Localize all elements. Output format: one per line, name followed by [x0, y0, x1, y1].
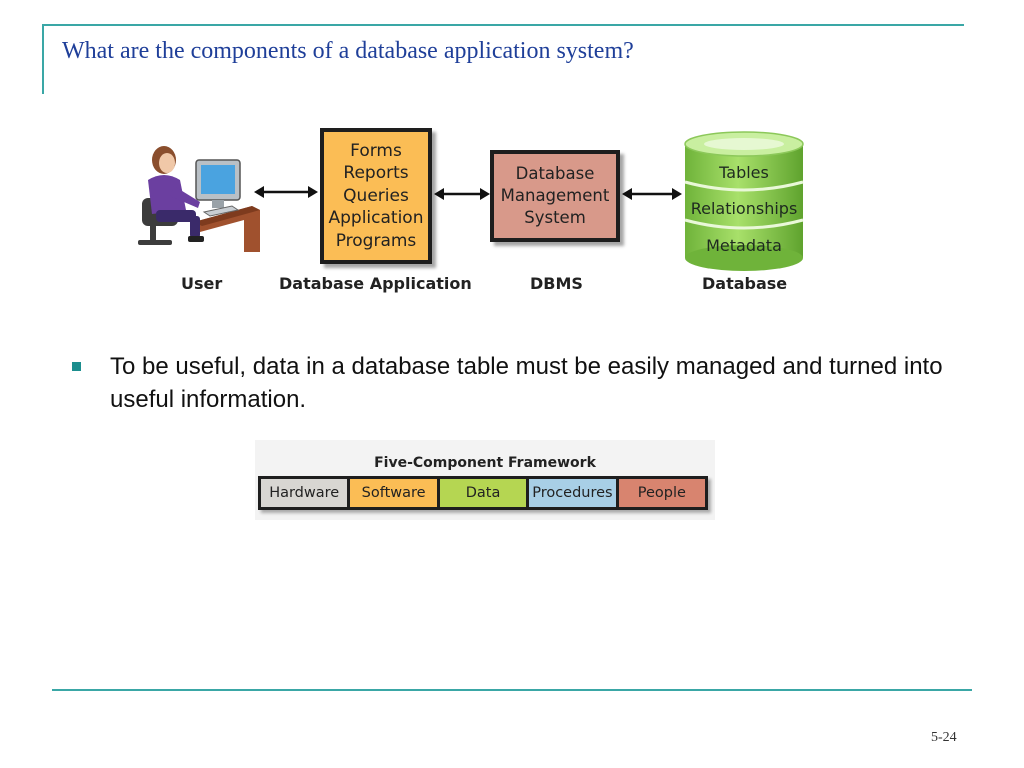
bottom-rule — [52, 689, 972, 691]
application-item: Application — [328, 208, 424, 229]
left-rule — [42, 24, 44, 94]
arrow-user-to-application — [254, 186, 318, 198]
dbms-box: Database Management System — [490, 150, 620, 242]
framework-title: Five-Component Framework — [374, 455, 596, 471]
dbms-label: DBMS — [530, 274, 583, 293]
application-item: Forms — [350, 140, 402, 161]
framework-cell-software: Software — [350, 479, 440, 507]
database-item: Relationships — [690, 199, 798, 218]
framework-cell-people: People — [618, 479, 706, 507]
database-cylinder-icon — [684, 131, 804, 271]
database-cylinder: Tables Relationships Metadata — [683, 130, 805, 272]
database-application-label: Database Application — [279, 274, 472, 293]
arrow-application-to-dbms — [434, 188, 490, 200]
framework-cell-procedures: Procedures — [529, 479, 619, 507]
square-bullet-icon — [72, 362, 81, 371]
user-at-computer-icon — [138, 146, 260, 252]
framework-cell-data: Data — [439, 479, 530, 507]
page-number: 5-24 — [931, 730, 957, 745]
database-application-box: Forms Reports Queries Application Progra… — [320, 128, 432, 264]
database-system-diagram: Forms Reports Queries Application Progra… — [130, 118, 830, 303]
framework-bar: Hardware Software Data Procedures People — [258, 476, 708, 510]
database-item: Tables — [719, 163, 769, 182]
dbms-line: Database — [515, 164, 595, 183]
user-label: User — [181, 274, 223, 293]
dbms-line: Management — [500, 186, 610, 205]
arrow-dbms-to-database — [622, 188, 682, 200]
slide-title: What are the components of a database ap… — [62, 38, 634, 64]
five-component-framework: Five-Component Framework Hardware Softwa… — [255, 440, 715, 520]
dbms-line: System — [524, 208, 586, 227]
database-label: Database — [702, 274, 788, 293]
bullet-text: To be useful, data in a database table m… — [110, 353, 943, 413]
top-rule — [42, 24, 964, 26]
application-item: Queries — [343, 185, 409, 206]
database-item: Metadata — [706, 236, 782, 255]
framework-cell-hardware: Hardware — [261, 479, 351, 507]
application-item: Reports — [343, 163, 409, 184]
application-item: Programs — [335, 230, 417, 251]
